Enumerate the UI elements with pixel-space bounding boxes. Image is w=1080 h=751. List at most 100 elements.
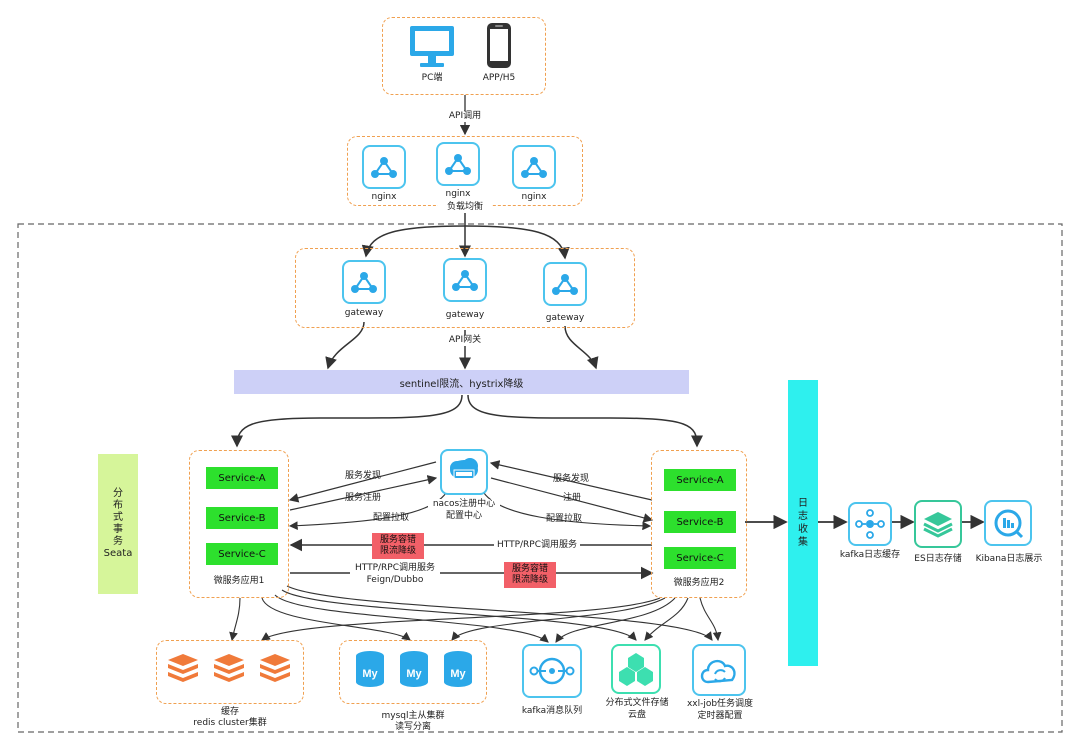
fault-tolerance-box-right: 服务容错 限流降级: [504, 562, 556, 588]
mysql-icon-1: My: [356, 651, 384, 687]
nacos-label-2: 配置中心: [445, 511, 482, 521]
left-register-label: 服务注册: [344, 493, 381, 503]
app2-service-a: Service-A: [664, 469, 736, 491]
cluster-node-icon: [351, 272, 377, 293]
gateway-label-2: gateway: [445, 310, 485, 320]
app1-service-c: Service-C: [206, 543, 278, 565]
http-rpc-back-label: HTTP/RPC调用服务: [494, 540, 580, 551]
seata-char-2: 布: [113, 500, 123, 511]
app1-service-b: Service-B: [206, 507, 278, 529]
sentinel-bar: sentinel限流、hystrix降级: [234, 370, 689, 394]
app2-box: [651, 450, 747, 598]
seata-char-3: 式: [113, 512, 123, 523]
kibana-label: Kibana日志展示: [975, 554, 1043, 564]
pc-label: PC端: [421, 73, 443, 83]
mysql-icon-text: My: [450, 668, 466, 680]
left-discover-label: 服务发现: [344, 471, 381, 481]
fault-left-line2: 限流降级: [379, 546, 416, 556]
seata-char-4: 事: [113, 524, 123, 535]
load-balance-label: 负载均衡: [438, 202, 492, 213]
gateway-label-1: gateway: [344, 308, 384, 318]
kibana-icon: [984, 500, 1032, 546]
cache-label-1: 缓存: [220, 707, 239, 717]
log-char-3: 收: [798, 524, 808, 535]
api-call-label: API调用: [440, 111, 490, 122]
mysql-icon-3: My: [444, 651, 472, 687]
mysql-icon-2: My: [400, 651, 428, 687]
cloud-sync-icon: [700, 659, 736, 684]
right-config-label: 配置拉取: [545, 514, 582, 524]
message-queue-icon: [529, 657, 575, 685]
fs-label-1: 分布式文件存储: [605, 698, 669, 708]
nginx-icon-1: [362, 145, 406, 189]
nginx-label-1: nginx: [371, 192, 397, 202]
cluster-node-icon: [452, 270, 478, 291]
seata-char-5: 务: [113, 536, 123, 547]
job-label-2: 定时器配置: [697, 711, 743, 721]
log-char-4: 集: [798, 537, 808, 548]
stack-layers-icon: [923, 512, 953, 538]
seata-box: 分 布 式 事 务 Seata: [98, 454, 138, 594]
gateway-label-3: gateway: [545, 313, 585, 323]
cloud-server-icon: [450, 458, 478, 485]
app-h5-label: APP/H5: [482, 73, 516, 83]
es-label: ES日志存储: [914, 554, 962, 564]
redis-icon-2: [214, 654, 244, 682]
cluster-node-icon: [445, 154, 471, 175]
hexagon-cluster-icon: [619, 653, 653, 686]
log-collect-bar: 日 志 收 集: [788, 380, 818, 666]
app1-box: [189, 450, 289, 598]
mysql-label-1: mysql主从集群: [381, 711, 445, 721]
fs-label-2: 云盘: [627, 710, 646, 720]
left-config-label: 配置拉取: [372, 513, 409, 523]
app2-caption: 微服务应用2: [673, 578, 725, 588]
seata-char-1: 分: [113, 488, 123, 499]
seata-char-6: Seata: [103, 548, 133, 559]
kibana-search-icon: [994, 509, 1024, 539]
http-rpc-fwd-label-2: Feign/Dubbo: [366, 575, 424, 585]
smartphone-icon: [487, 23, 511, 68]
kafka-log-label: kafka日志缓存: [839, 550, 901, 560]
job-icon: [692, 644, 746, 696]
right-register-label: 注册: [562, 493, 581, 503]
nginx-label-3: nginx: [521, 192, 547, 202]
cluster-node-icon: [521, 157, 547, 178]
redis-icon-3: [260, 654, 290, 682]
right-discover-label: 服务发现: [552, 474, 589, 484]
fault-left-line1: 服务容错: [379, 535, 416, 545]
kafka-mq-label: kafka消息队列: [521, 706, 583, 716]
gateway-icon-3: [543, 262, 587, 306]
mysql-icon-text: My: [362, 668, 378, 680]
gateway-icon-2: [443, 258, 487, 302]
kafka-log-icon: [848, 502, 892, 546]
log-char-2: 志: [798, 511, 808, 522]
main-system-frame: [17, 223, 1063, 733]
fs-icon: [611, 644, 661, 694]
mysql-label-2: 读写分离: [394, 722, 431, 732]
sentinel-label: sentinel限流、hystrix降级: [399, 378, 524, 390]
job-label-1: xxl-job任务调度: [686, 699, 754, 709]
pc-monitor-icon: [410, 26, 454, 67]
redis-icon-1: [168, 654, 198, 682]
app1-caption: 微服务应用1: [213, 576, 265, 586]
nacos-icon: [440, 449, 488, 495]
nacos-label-1: nacos注册中心: [428, 499, 500, 510]
app1-service-a: Service-A: [206, 467, 278, 489]
es-icon: [914, 500, 962, 548]
app2-service-c: Service-C: [664, 547, 736, 569]
http-rpc-fwd-label-1: HTTP/RPC调用服务: [350, 563, 440, 574]
nginx-icon-2: [436, 142, 480, 186]
log-char-1: 日: [798, 498, 808, 509]
cache-label-2: redis cluster集群: [193, 718, 267, 728]
cluster-node-icon: [371, 157, 397, 178]
api-gateway-label: API网关: [443, 335, 487, 346]
clients-box: [382, 17, 546, 95]
kafka-network-icon: [855, 509, 885, 539]
gateway-box: [295, 248, 635, 328]
fault-right-line1: 服务容错: [511, 564, 548, 574]
cache-box: [156, 640, 304, 704]
cluster-node-icon: [552, 274, 578, 295]
fault-tolerance-box-left: 服务容错 限流降级: [372, 533, 424, 559]
kafka-mq-icon: [522, 644, 582, 698]
